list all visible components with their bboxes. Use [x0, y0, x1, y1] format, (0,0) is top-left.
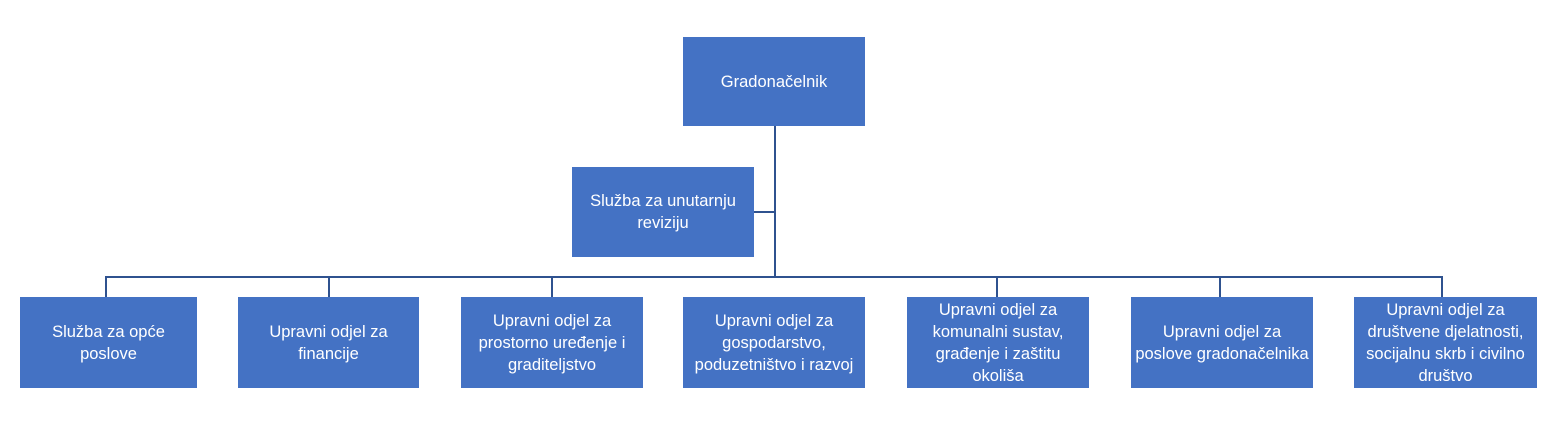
- connector-drop: [996, 277, 998, 297]
- node-mayor: Gradonačelnik: [683, 37, 865, 126]
- connector-drop: [328, 277, 330, 297]
- node-department: Upravni odjel za komunalni sustav, građe…: [907, 297, 1089, 388]
- connector-assistant: [754, 211, 775, 213]
- node-department: Upravni odjel za gospodarstvo, poduzetni…: [683, 297, 865, 388]
- node-department: Služba za opće poslove: [20, 297, 197, 388]
- connector-drop: [1219, 277, 1221, 297]
- connector-drop: [105, 277, 107, 297]
- node-department: Upravni odjel za financije: [238, 297, 419, 388]
- connector-drop: [551, 277, 553, 297]
- node-department: Upravni odjel za prostorno uređenje i gr…: [461, 297, 643, 388]
- connector-horizontal: [105, 276, 1443, 278]
- connector-trunk: [774, 126, 776, 278]
- connector-drop: [1441, 277, 1443, 297]
- node-department: Upravni odjel za poslove gradonačelnika: [1131, 297, 1313, 388]
- node-department: Upravni odjel za društvene djelatnosti, …: [1354, 297, 1537, 388]
- node-internal-audit: Služba za unutarnju reviziju: [572, 167, 754, 257]
